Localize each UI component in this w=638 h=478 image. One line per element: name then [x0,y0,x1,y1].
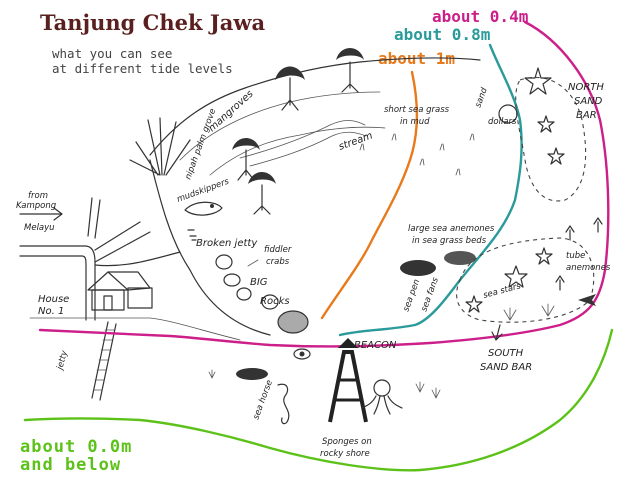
sea-anemone-icon [400,251,476,276]
octopus-icon [361,379,403,415]
label-dollars: dollars [488,117,517,127]
house-icon [87,271,153,311]
tide-label-0-8m: about 0.8m [394,25,491,44]
road-5 [94,251,181,267]
label-nipah-palm: nipah palm grove [183,107,218,181]
big-rock-icon [277,310,309,334]
eye-icon [293,348,311,360]
label-south-sand-bar: SAND BAR [480,362,532,373]
label-short-sea-grass: short sea grass [384,105,450,115]
jetty-icon [91,321,117,401]
north-sand-bar-outline [515,76,587,202]
south-sand-bar-pointer [491,324,503,341]
label-melayu: Melayu [24,223,55,233]
label-kampong: Kampong [16,201,57,211]
tide-line-0-0m [23,328,614,472]
label-beacon: BEACON [354,340,397,351]
stream-line-2 [249,131,367,167]
tube-anemone-icon [555,217,603,291]
label-crabs: crabs [266,257,290,267]
sea-star-icon [524,67,552,95]
broken-jetty-icon [187,229,197,241]
sea-star-icon [465,295,483,313]
label-broken-jetty: Broken jetty [196,238,258,249]
road-4 [87,197,101,239]
beacon-icon [328,338,368,423]
sand-dollar-icon [498,104,518,124]
label-north-sand: SAND [574,96,603,107]
label-jetty: jetty [55,349,70,372]
mudskipper-icon [184,201,223,216]
rock-icon [215,254,279,310]
label-tube: tube [566,251,585,261]
label-large-anemones: large sea anemones [408,224,495,234]
label-mudskippers: mudskippers [176,177,231,205]
sea-star-icon [547,147,565,165]
mangrove-tree-icon [232,138,260,181]
tide-label-0-4m: about 0.4m [432,7,529,26]
subtitle-line-1: what you can see [52,46,172,61]
nipah-palm-icon [129,117,191,176]
label-south: SOUTH [488,348,524,359]
sea-anemone-icon [236,368,268,380]
arrow-from-kampong [19,207,63,221]
mangrove-tree-icon [248,172,276,215]
subtitle-line-2: at different tide levels [52,61,233,76]
label-fiddler: fiddler [264,245,292,255]
coast-rock-edge [29,317,241,341]
fiddler-crab-pointer [247,259,259,267]
label-rocky-shore: rocky shore [320,449,370,459]
label-sponges: Sponges on [322,437,372,447]
stream-line [239,120,366,159]
map-title: Tanjung Chek Jawa [40,10,265,35]
mangrove-tree-icon [275,66,305,111]
label-house-no: No. 1 [38,306,64,317]
label-house: House [38,294,69,305]
sea-star-icon [504,265,528,288]
coastline-west [149,159,271,336]
tide-line-1m [320,70,419,320]
label-sand: sand [473,86,490,109]
seahorse-icon [277,383,290,425]
label-sea-grass-beds: in sea grass beds [412,236,487,246]
road-3 [94,221,151,263]
shore-contour-2 [209,126,386,176]
fish-icon [578,294,596,306]
tide-line-0-8m [338,43,523,337]
label-big: BIG [250,277,268,288]
label-in-mud: in mud [400,117,430,127]
label-from: from [28,191,48,201]
label-anemones: anemones [566,263,611,273]
label-stream: stream [337,130,374,152]
tide-label-0-0m: about 0.0m [20,437,132,457]
sea-grass-icon [359,133,475,176]
label-rocks: Rocks [260,296,290,307]
label-sea-horse: sea horse [251,379,275,421]
sea-star-icon [537,115,555,133]
road-2 [19,255,87,321]
sea-fan-icon [503,303,555,321]
tide-line-0-4m [38,20,610,348]
label-sea-stars: sea stars [482,281,522,301]
mangrove-tree-icon [336,48,364,93]
sea-star-icon [535,247,553,265]
label-north-bar: BAR [576,110,597,121]
coral-icon [208,369,441,399]
label-north: NORTH [568,82,604,93]
tide-label-below: and below [20,455,121,475]
